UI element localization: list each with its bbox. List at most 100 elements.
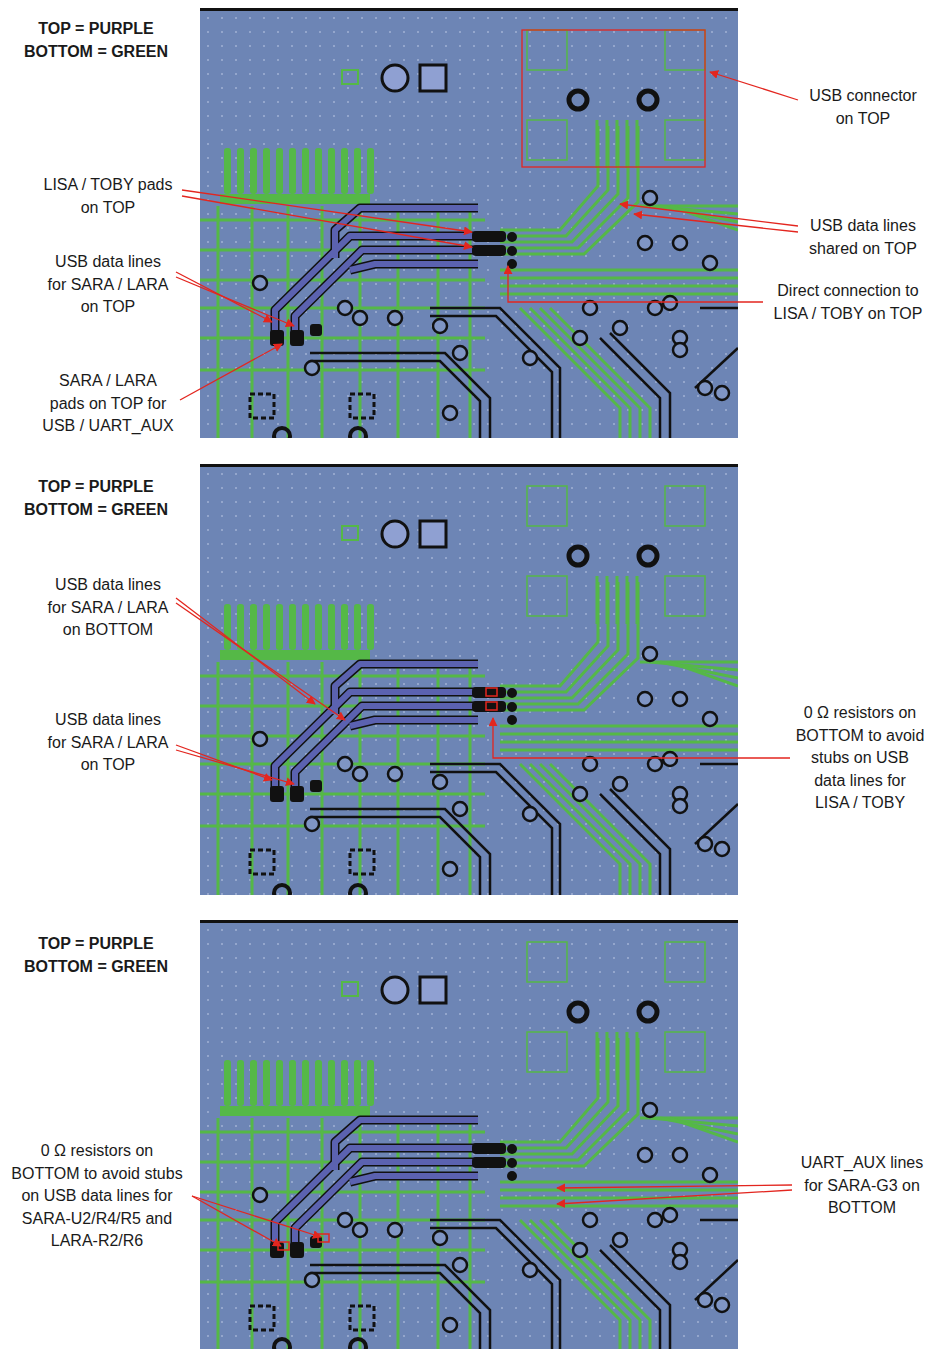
dot [221,641,223,643]
dot [375,241,377,243]
dot [207,255,209,257]
dot [571,171,573,173]
bottom-trace [200,337,485,340]
dot [333,31,335,33]
dot [445,711,447,713]
dot [431,487,433,489]
dot [501,143,503,145]
dot [515,529,517,531]
dot [431,227,433,229]
dot [417,669,419,671]
dot [487,409,489,411]
dot [417,585,419,587]
dot [375,255,377,257]
dot [515,879,517,881]
dot [585,255,587,257]
dot [501,473,503,475]
dot [277,45,279,47]
dot [305,213,307,215]
dot [305,725,307,727]
dot [641,353,643,355]
dot [263,269,265,271]
dot [403,501,405,503]
dot [305,45,307,47]
dot [417,879,419,881]
dot [403,865,405,867]
sara-pad [290,330,304,346]
dot [375,185,377,187]
dot [501,423,503,425]
dot [529,59,531,61]
sara-pad [270,330,284,346]
dot [613,367,615,369]
dot [557,17,559,19]
via [573,331,587,345]
dot [487,143,489,145]
dot [613,395,615,397]
dot [529,641,531,643]
dot [459,115,461,117]
dot [445,613,447,615]
dot [207,529,209,531]
dot [347,739,349,741]
dot [697,31,699,33]
dot [333,781,335,783]
dot [697,227,699,229]
dot [361,585,363,587]
dot [417,697,419,699]
dot [459,669,461,671]
dot [459,269,461,271]
dot [361,143,363,145]
dot [417,865,419,867]
dot [431,879,433,881]
dot [725,381,727,383]
dot [333,571,335,573]
dot [347,59,349,61]
dot [277,423,279,425]
dot [389,753,391,755]
dot [487,199,489,201]
dot [375,501,377,503]
dot [403,515,405,517]
dot [361,171,363,173]
pad [342,70,358,84]
dot [277,515,279,517]
dot [459,613,461,615]
dot [333,213,335,215]
dot [431,283,433,285]
dot [221,865,223,867]
dot [305,129,307,131]
dot [207,241,209,243]
dot [669,311,671,313]
dot [347,423,349,425]
dot [459,501,461,503]
dot [207,409,209,411]
dot [417,59,419,61]
dot [557,353,559,355]
dot [291,585,293,587]
comb-pad [237,148,244,194]
dot [473,311,475,313]
dot [263,515,265,517]
dot [669,157,671,159]
dot [529,73,531,75]
dot [235,423,237,425]
dot [361,185,363,187]
dot [305,255,307,257]
dot [347,255,349,257]
dot [655,213,657,215]
dot [347,879,349,881]
dot [333,297,335,299]
dot [403,283,405,285]
dot [235,353,237,355]
dot [361,501,363,503]
dot [473,753,475,755]
dot [277,381,279,383]
dot [291,227,293,229]
dot [501,409,503,411]
dot [501,381,503,383]
dot [627,59,629,61]
dot [431,241,433,243]
dot [487,73,489,75]
dot [249,557,251,559]
